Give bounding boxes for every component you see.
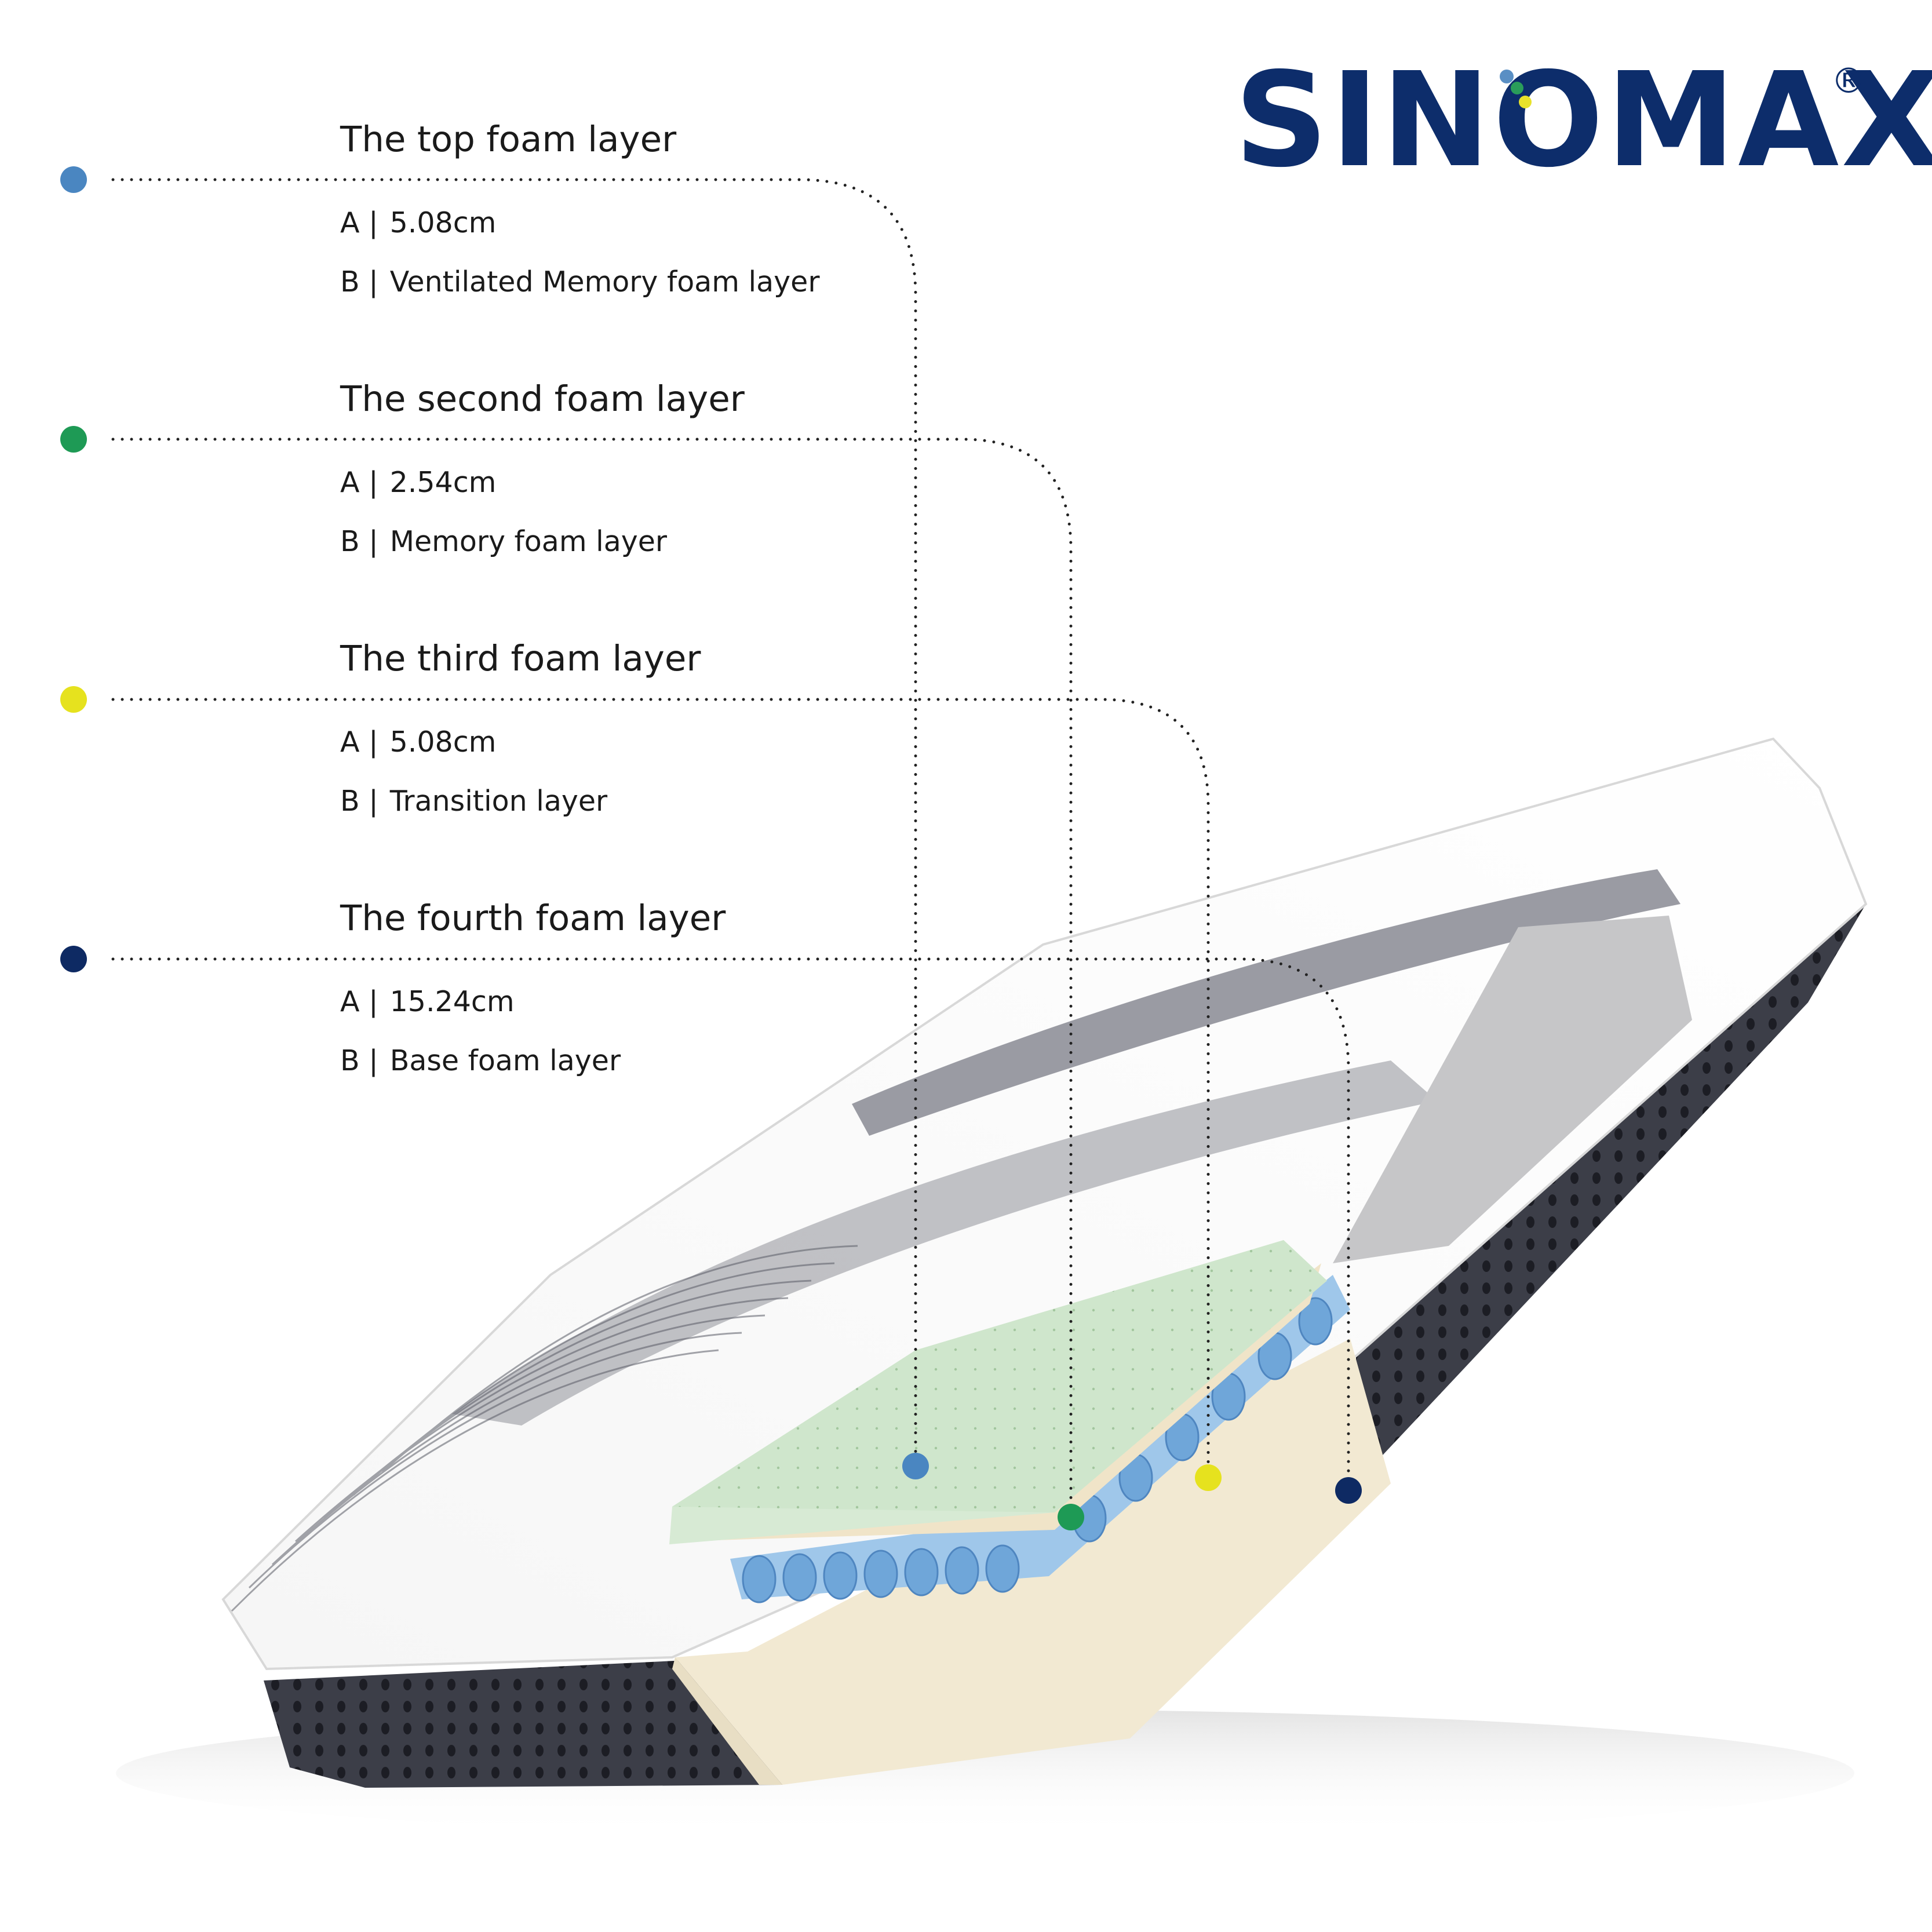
spec-value: 5.08cm	[389, 206, 497, 239]
target-marker-fourth	[1335, 1477, 1362, 1504]
spec-key: A |	[340, 206, 378, 239]
mattress-quilt-lines	[231, 1245, 858, 1612]
brand-registered-mark: ®	[1831, 61, 1866, 101]
spec-value: Ventilated Memory foam layer	[389, 265, 820, 298]
mattress-wave-band	[852, 869, 1681, 1136]
layer-spec-second-a: A | 2.54cm	[340, 468, 496, 497]
logo-dot-yellow	[1519, 96, 1532, 108]
layer-title-third: The third foam layer	[340, 638, 701, 679]
layer-spec-fourth-b: B | Base foam layer	[340, 1047, 621, 1075]
spec-key: B |	[340, 525, 378, 558]
leader-line-fourth	[111, 957, 1350, 1492]
mattress-wave-band	[1333, 916, 1692, 1263]
layer-title-top: The top foam layer	[340, 119, 677, 160]
mattress-side-border-front	[264, 1657, 782, 1788]
spec-key: B |	[340, 265, 378, 298]
spec-value: 15.24cm	[389, 985, 515, 1018]
spec-key: A |	[340, 985, 378, 1018]
legend-marker-second	[60, 426, 87, 453]
layer-title-second: The second foam layer	[340, 378, 745, 420]
spec-key: B |	[340, 785, 378, 818]
legend-marker-third	[60, 686, 87, 713]
layer-spec-top-a: A | 5.08cm	[340, 209, 496, 237]
spec-key: B |	[340, 1044, 378, 1077]
layer-spec-fourth-a: A | 15.24cm	[340, 987, 515, 1016]
spec-value: 5.08cm	[389, 726, 497, 759]
layer-spec-second-b: B | Memory foam layer	[340, 527, 667, 556]
spec-value: Transition layer	[389, 785, 608, 818]
target-marker-top	[902, 1453, 929, 1479]
logo-dot-green	[1511, 82, 1523, 94]
target-marker-third	[1195, 1464, 1222, 1491]
spec-value: Base foam layer	[389, 1044, 621, 1077]
leader-lines	[111, 178, 1350, 1519]
mattress-wave-band	[452, 1060, 1437, 1426]
legend-marker-fourth	[60, 946, 87, 972]
leader-line-third	[111, 698, 1210, 1479]
logo-dot-blue	[1500, 70, 1514, 83]
layer-title-fourth: The fourth foam layer	[340, 898, 726, 939]
leader-line-top	[111, 178, 917, 1468]
leader-line-second	[111, 438, 1073, 1519]
layer-spec-top-b: B | Ventilated Memory foam layer	[340, 268, 819, 296]
cross-section-springs	[730, 1275, 1350, 1603]
brand-logo: SINOMAX ®	[1234, 45, 1932, 196]
cross-section-base-foam-side	[672, 1657, 782, 1785]
spec-value: 2.54cm	[389, 466, 497, 499]
mattress-top-cover	[221, 737, 1868, 1671]
spec-key: A |	[340, 466, 378, 499]
layer-spec-third-a: A | 5.08cm	[340, 728, 496, 756]
layer-spec-third-b: B | Transition layer	[340, 787, 607, 815]
legend-marker-top	[60, 166, 87, 193]
brand-logo-text: SINOMAX	[1234, 45, 1932, 196]
spec-key: A |	[340, 726, 378, 759]
target-marker-second	[1058, 1504, 1084, 1530]
cross-section-ventilated-foam-top	[672, 1240, 1327, 1512]
spec-value: Memory foam layer	[389, 525, 668, 558]
